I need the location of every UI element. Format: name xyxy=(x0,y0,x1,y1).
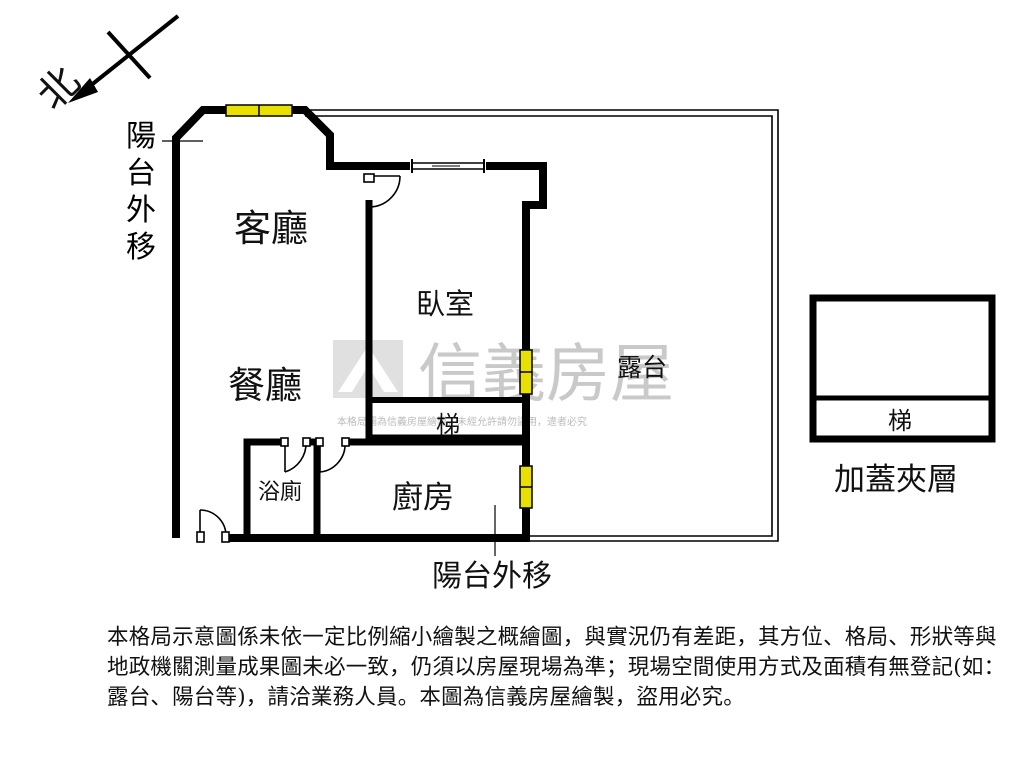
right-window-upper xyxy=(519,349,533,395)
bathroom-door xyxy=(280,437,311,473)
top-window xyxy=(225,104,293,117)
terrace-outline xyxy=(300,109,779,542)
exterior-wall xyxy=(172,106,547,542)
bedroom-wall xyxy=(365,200,526,442)
watermark-notice: 本格局圖為信義房屋繪製，未經允許請勿盜用，違者必究 xyxy=(337,415,587,428)
balcony-bottom-label: 陽台外移 xyxy=(432,559,552,594)
kitchen-door xyxy=(315,437,350,473)
mezzanine-title: 加蓋夾層 xyxy=(834,462,958,498)
north-label: 北 xyxy=(29,58,90,119)
kitchen-label: 廚房 xyxy=(392,480,454,516)
mezzanine-stairs-label: 梯 xyxy=(888,407,912,435)
living-room-label: 客廳 xyxy=(234,207,308,250)
terrace-label: 露台 xyxy=(617,353,667,382)
entrance-door xyxy=(196,509,230,543)
dining-room-label: 餐廳 xyxy=(228,364,302,407)
bathroom-label: 浴廁 xyxy=(258,480,302,505)
disclaimer-text: 本格局示意圖係未依一定比例縮小繪製之概繪圖，與實況仍有差距，其方位、格局、形狀等… xyxy=(107,625,1006,710)
bedroom-top-window xyxy=(410,159,486,173)
bedroom-door xyxy=(363,173,401,208)
north-arrow-icon xyxy=(68,14,180,103)
balcony-left-vertical: 陽台外移 xyxy=(126,118,162,266)
bedroom-label: 臥室 xyxy=(416,287,474,321)
right-window-lower xyxy=(519,465,533,509)
watermark: 信義房屋 本格局圖為信義房屋繪製，未經允許請勿盜用，違者必究 xyxy=(333,338,674,428)
mezzanine-plan xyxy=(809,294,996,443)
stairs-main-label: 梯 xyxy=(436,411,460,439)
